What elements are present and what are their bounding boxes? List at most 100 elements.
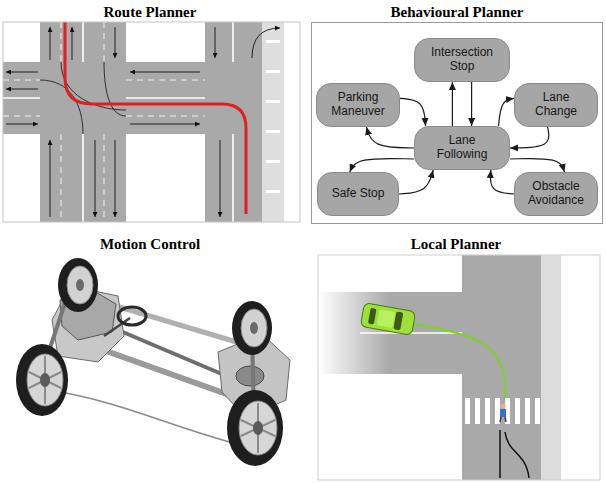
steering-column bbox=[104, 318, 130, 336]
planned-route bbox=[65, 22, 246, 214]
steering-wheel bbox=[118, 307, 146, 325]
candidate-paths bbox=[505, 432, 529, 478]
lane-arrows bbox=[252, 28, 280, 58]
transition-arrow bbox=[452, 82, 453, 126]
lane-dividers bbox=[3, 22, 205, 222]
state-label: Lane Following bbox=[423, 134, 501, 162]
center-lines bbox=[3, 97, 40, 99]
transition-arrow bbox=[498, 98, 514, 126]
planned-trajectory bbox=[414, 324, 505, 398]
panel-title: Motion Control bbox=[100, 236, 200, 253]
lane-arrows bbox=[6, 72, 38, 73]
turn-paths bbox=[104, 62, 126, 116]
planner-panel: Behavioural PlannerIntersection StopPark… bbox=[311, 2, 603, 224]
transition-arrow bbox=[471, 82, 472, 126]
wheel bbox=[76, 279, 84, 291]
center-lines bbox=[232, 22, 234, 62]
state-label: Lane Change bbox=[523, 91, 589, 119]
pedestrian bbox=[500, 409, 506, 417]
pedestrian bbox=[500, 403, 506, 422]
crosswalk bbox=[535, 398, 540, 424]
chassis-illustration bbox=[16, 258, 290, 466]
panel-title: Local Planner bbox=[411, 236, 501, 253]
candidate-paths bbox=[499, 430, 501, 478]
state-label: Safe Stop bbox=[332, 187, 385, 201]
state-label: Obstacle Avoidance bbox=[523, 180, 589, 208]
lane-arrows bbox=[220, 140, 221, 217]
lane-arrows bbox=[115, 27, 116, 58]
transition-arrow bbox=[510, 159, 564, 172]
lane-dividers bbox=[61, 134, 62, 222]
state-box: Obstacle Avoidance bbox=[514, 172, 598, 216]
state-box: Lane Change bbox=[514, 83, 598, 127]
center-lines bbox=[232, 134, 234, 222]
transition-arrow bbox=[350, 159, 414, 172]
road bbox=[205, 22, 262, 222]
wheel bbox=[67, 266, 93, 304]
crosswalk bbox=[495, 398, 500, 424]
center-lines bbox=[3, 22, 233, 222]
lane-arrows bbox=[115, 140, 116, 217]
state-box: Parking Maneuver bbox=[316, 83, 400, 127]
candidate-paths bbox=[500, 430, 529, 478]
lane-dividers bbox=[126, 80, 205, 81]
transition-arrow bbox=[366, 127, 414, 148]
sidewalk-stripes bbox=[266, 160, 280, 163]
lane-dividers bbox=[61, 22, 62, 62]
crosswalk bbox=[515, 398, 520, 424]
lane-arrows bbox=[130, 124, 200, 125]
wheel bbox=[27, 354, 63, 406]
wheel bbox=[58, 258, 98, 312]
scene-ground bbox=[318, 255, 600, 480]
lane-arrows bbox=[215, 27, 216, 58]
transition-arrow bbox=[510, 127, 549, 148]
ego-car bbox=[360, 303, 415, 336]
lane-arrows bbox=[72, 27, 73, 60]
route-frame bbox=[3, 22, 300, 222]
lane-dividers bbox=[104, 22, 105, 62]
lane-arrows bbox=[130, 72, 200, 73]
state-label: Parking Maneuver bbox=[325, 91, 391, 119]
state-box: Lane Following bbox=[414, 126, 510, 170]
crosswalk bbox=[485, 398, 490, 424]
scene-frame bbox=[318, 255, 600, 480]
sidewalk bbox=[541, 255, 561, 480]
wheel bbox=[29, 372, 61, 388]
lane-dividers bbox=[126, 116, 205, 117]
sidewalk-stripes bbox=[266, 190, 280, 193]
wheel bbox=[227, 390, 283, 466]
ego-car bbox=[377, 309, 396, 328]
crosswalk bbox=[465, 398, 540, 424]
wheel bbox=[241, 309, 267, 347]
sidewalk-stripes bbox=[266, 100, 280, 103]
exhaust-line bbox=[60, 392, 244, 446]
wheel bbox=[253, 421, 263, 435]
wheel bbox=[58, 258, 98, 312]
center-lines bbox=[126, 97, 205, 99]
wheel bbox=[29, 372, 61, 388]
pedestrian bbox=[500, 403, 505, 408]
crosswalk bbox=[465, 398, 470, 424]
transition-arrow bbox=[490, 170, 514, 194]
differential bbox=[236, 366, 264, 386]
sidewalk-stripes bbox=[266, 40, 280, 193]
wheel bbox=[241, 403, 275, 453]
ego-car bbox=[393, 311, 403, 330]
wheel bbox=[227, 390, 283, 466]
lane-arrows bbox=[95, 140, 96, 217]
lane-arrows bbox=[50, 27, 51, 60]
wheel bbox=[40, 373, 50, 387]
sidewalk-stripes bbox=[266, 70, 280, 73]
state-box: Intersection Stop bbox=[414, 38, 510, 82]
turn-paths bbox=[40, 62, 126, 134]
sidewalk-stripes bbox=[266, 130, 280, 133]
lane-arrows bbox=[6, 27, 280, 217]
map-ground bbox=[3, 22, 300, 222]
lane-dividers bbox=[3, 116, 40, 117]
sidewalk-stripes bbox=[266, 40, 280, 43]
wheel bbox=[241, 420, 275, 436]
wheel bbox=[16, 344, 68, 416]
